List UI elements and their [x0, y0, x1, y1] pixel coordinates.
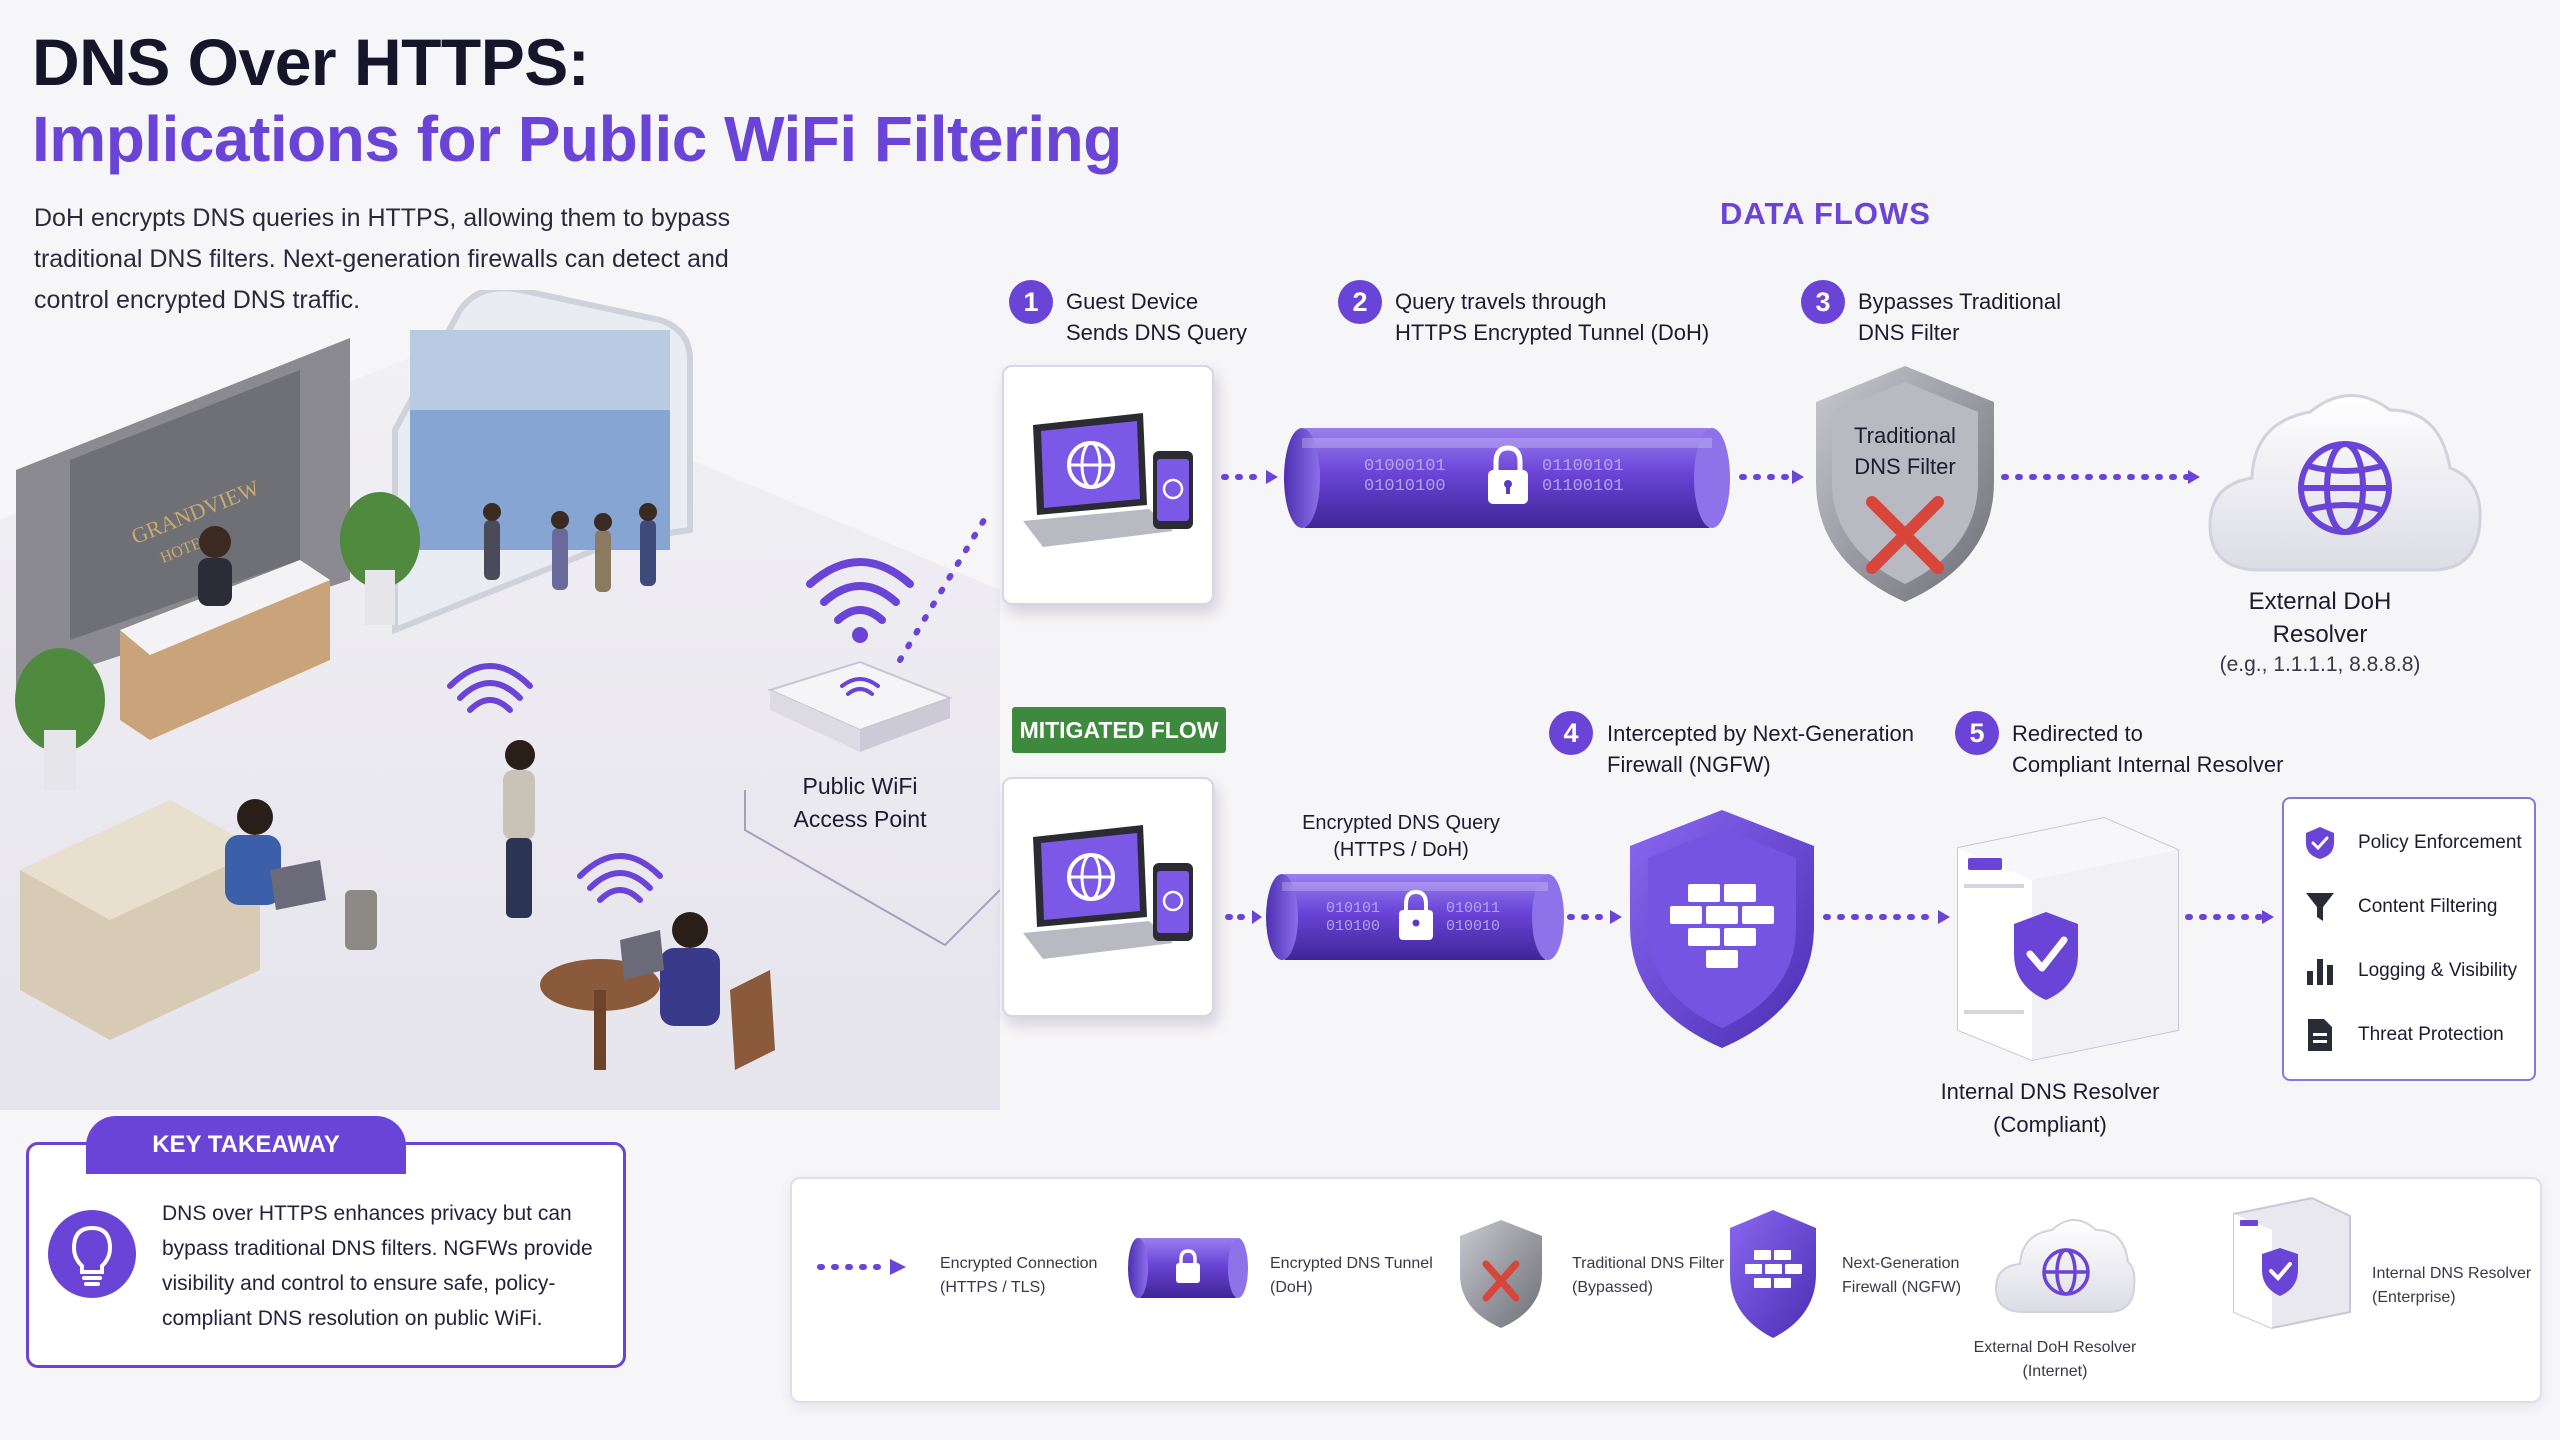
step-number-1: 1 [1009, 280, 1053, 324]
mitigated-flow-badge: MITIGATED FLOW [1012, 707, 1226, 753]
connector-3 [2001, 470, 2200, 484]
connector-7 [2185, 910, 2274, 924]
funnel-icon [2306, 893, 2334, 921]
access-point-device [767, 660, 953, 752]
cloud-globe-icon [1994, 1219, 2136, 1313]
connector-5 [1567, 910, 1622, 924]
step-5-text: Redirected to Compliant Internal Resolve… [2012, 721, 2284, 777]
legend-label: Traditional DNS Filter (Bypassed) [1572, 1255, 1725, 1296]
security-controls-list: Policy Enforcement Content Filtering Log… [2282, 797, 2536, 1081]
filter-label: Traditional DNS Filter [1854, 423, 1956, 479]
external-resolver-sub: (e.g., 1.1.1.1, 8.8.8.8) [2219, 653, 2421, 676]
connector-6 [1823, 910, 1950, 924]
lock-icon [1399, 889, 1433, 940]
bar-chart-icon [2307, 959, 2333, 985]
svg-text:010101: 010101 [1326, 900, 1380, 917]
guest-device-card-mitigated [1002, 777, 1214, 1017]
legend-label: Internal DNS Resolver (Enterprise) [2372, 1265, 2532, 1306]
control-item: Threat Protection [2284, 1003, 2534, 1067]
tunnel-icon [1128, 1238, 1248, 1298]
firewall-shield-icon [1730, 1210, 1816, 1338]
key-takeaway-text: DNS over HTTPS enhances privacy but can … [162, 1202, 593, 1330]
brick-wall-icon [1670, 884, 1774, 968]
control-item: Content Filtering [2284, 875, 2534, 939]
doh-tunnel-top: 01000101 01010100 01100101 01100101 [1284, 428, 1730, 528]
access-point-label: Public WiFi Access Point [793, 773, 927, 832]
control-label: Policy Enforcement [2358, 832, 2522, 853]
svg-text:01010100: 01010100 [1364, 477, 1446, 496]
globe-icon [2298, 441, 2392, 535]
control-item: Logging & Visibility [2284, 939, 2534, 1003]
step-1-text: Guest Device Sends DNS Query [1066, 289, 1247, 345]
ngfw-shield [1630, 810, 1814, 1048]
legend-label: External DoH Resolver (Internet) [1973, 1339, 2137, 1380]
connector-4 [1225, 910, 1262, 924]
control-item: Policy Enforcement [2284, 811, 2534, 875]
internal-dns-server [1957, 816, 2179, 1062]
encrypted-query-label: Encrypted DNS Query (HTTPS / DoH) [1302, 812, 1500, 861]
server-icon [2233, 1196, 2351, 1330]
key-takeaway-title: KEY TAKEAWAY [86, 1116, 406, 1174]
svg-text:010100: 010100 [1326, 918, 1380, 935]
shield-x-icon [1460, 1220, 1542, 1328]
dotted-arrow-icon [817, 1259, 906, 1275]
external-resolver-label: External DoH Resolver [2248, 588, 2392, 648]
control-label: Content Filtering [2358, 896, 2498, 917]
laptop-phone-icon [1023, 825, 1193, 959]
connector-1 [1221, 470, 1278, 484]
svg-text:01100101: 01100101 [1542, 477, 1624, 496]
lightbulb-icon [48, 1210, 136, 1298]
tunnel-bits-right: 01100101 [1542, 457, 1624, 476]
control-label: Logging & Visibility [2358, 960, 2518, 981]
lock-icon [1488, 445, 1528, 504]
title-line-1: DNS Over HTTPS: [32, 25, 590, 99]
step-3-text: Bypasses Traditional DNS Filter [1858, 289, 2061, 345]
intro-text: DoH encrypts DNS queries in HTTPS, allow… [34, 204, 731, 314]
legend-label: Encrypted Connection (HTTPS / TLS) [940, 1255, 1098, 1296]
step-number-2: 2 [1338, 280, 1382, 324]
legend-label: Next-Generation Firewall (NGFW) [1842, 1255, 1962, 1296]
external-doh-cloud [2208, 394, 2482, 572]
internal-resolver-label: Internal DNS Resolver (Compliant) [1940, 1079, 2160, 1137]
svg-text:010010: 010010 [1446, 918, 1500, 935]
document-icon [2308, 1019, 2332, 1051]
hotel-lobby-scene: GRANDVIEW HOTEL [0, 290, 1000, 1110]
step-number-4: 4 [1549, 711, 1593, 755]
guest-device-card [1002, 365, 1214, 605]
shield-check-icon [2014, 912, 2078, 1000]
step-number-5: 5 [1955, 711, 1999, 755]
tunnel-bits-left: 01000101 [1364, 457, 1446, 476]
connector-2 [1739, 470, 1804, 484]
x-mark-icon [1866, 496, 1944, 574]
step-2-text: Query travels through HTTPS Encrypted Tu… [1395, 289, 1710, 345]
doh-tunnel-mitigated: 010101 010100 010011 010010 [1266, 874, 1564, 960]
data-flows-heading: DATA FLOWS [1720, 196, 1931, 231]
step-4-text: Intercepted by Next-Generation Firewall … [1607, 721, 1914, 777]
laptop-phone-icon [1023, 413, 1193, 547]
shield-check-icon [2306, 827, 2334, 859]
svg-text:010011: 010011 [1446, 900, 1500, 917]
step-number-3: 3 [1801, 280, 1845, 324]
ap-wifi-icon [806, 558, 914, 624]
legend-label: Encrypted DNS Tunnel (DoH) [1270, 1255, 1433, 1296]
traditional-filter-shield [1816, 366, 1994, 602]
title-line-2: Implications for Public WiFi Filtering [32, 103, 1122, 175]
control-label: Threat Protection [2358, 1024, 2504, 1045]
